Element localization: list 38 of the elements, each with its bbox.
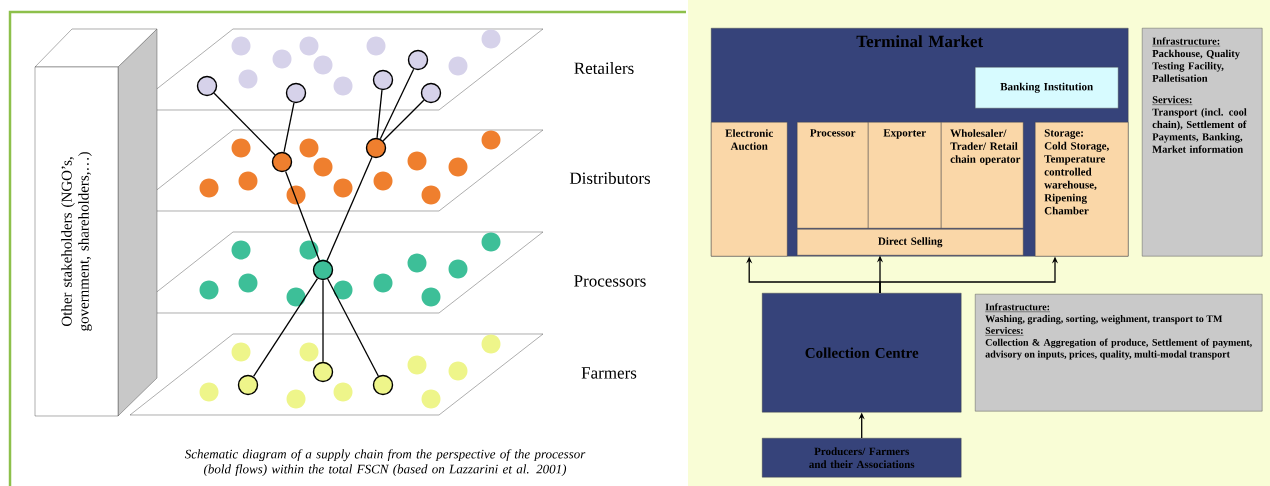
connector-line <box>327 278 379 377</box>
connector-line <box>379 68 415 140</box>
stage-box: Wholesaler/ Trader/ Retail chain operator <box>941 122 1024 229</box>
stage-box: Storage: Cold Storage, Temperature controlled warehouse, Ripening Chamber <box>1035 122 1129 257</box>
stage-box: Electronic Auction <box>711 122 788 257</box>
stage-box: Direct Selling <box>797 229 1024 256</box>
caption: Schematic diagram of a supply chain from the perspective of the processor (bold flows) within the total FSCN (based on Lazzarini et al. 2001) <box>184 449 586 477</box>
layer-label: Farmers <box>581 367 637 379</box>
stage-box: Exporter <box>868 122 942 229</box>
actor-circle <box>407 49 429 71</box>
connector-line <box>283 102 295 153</box>
actor-circle <box>372 69 394 91</box>
actor-circle <box>312 361 334 383</box>
connector-line <box>382 99 425 142</box>
connector-line <box>213 92 276 156</box>
connector-line <box>285 170 321 262</box>
connector-line <box>322 279 324 363</box>
actor-circle <box>365 137 387 159</box>
institution-box: Banking Institution <box>975 67 1119 109</box>
connector-line <box>376 89 383 139</box>
actor-circle <box>420 82 442 104</box>
layer-label: Retailers <box>574 62 634 74</box>
centre-box: Collection Centre <box>762 293 962 413</box>
connector-line <box>326 156 373 262</box>
stakeholder-pillar: Other stakeholders (NGO’s, government, shareholders,…) <box>34 28 158 417</box>
stage-box: Processor <box>797 122 869 229</box>
actor-circle <box>196 75 218 97</box>
actor-circle <box>372 374 394 396</box>
actor-circle <box>237 374 259 396</box>
actor-circle <box>312 259 334 281</box>
info-box: Infrastructure: Washing, grading, sorting, weighment, transport to TM Services: Collection & Aggregation of produce, Settlement of payment, advisory on inputs, prices, quality, multi-modal transport <box>975 294 1263 412</box>
connector-line <box>252 277 319 378</box>
producer-box: Producers/ Farmers and their Associations <box>762 438 962 478</box>
layer-label: Distributors <box>569 172 650 184</box>
info-box: Infrastructure: Packhouse, Quality Testing Facility, Palletisation Services: Transport (incl. cool chain), Settlement of Payments, Banking, Market information <box>1142 28 1263 257</box>
layer-label: Processors <box>574 275 646 287</box>
actor-circle <box>271 151 293 173</box>
actor-circle <box>285 82 307 104</box>
